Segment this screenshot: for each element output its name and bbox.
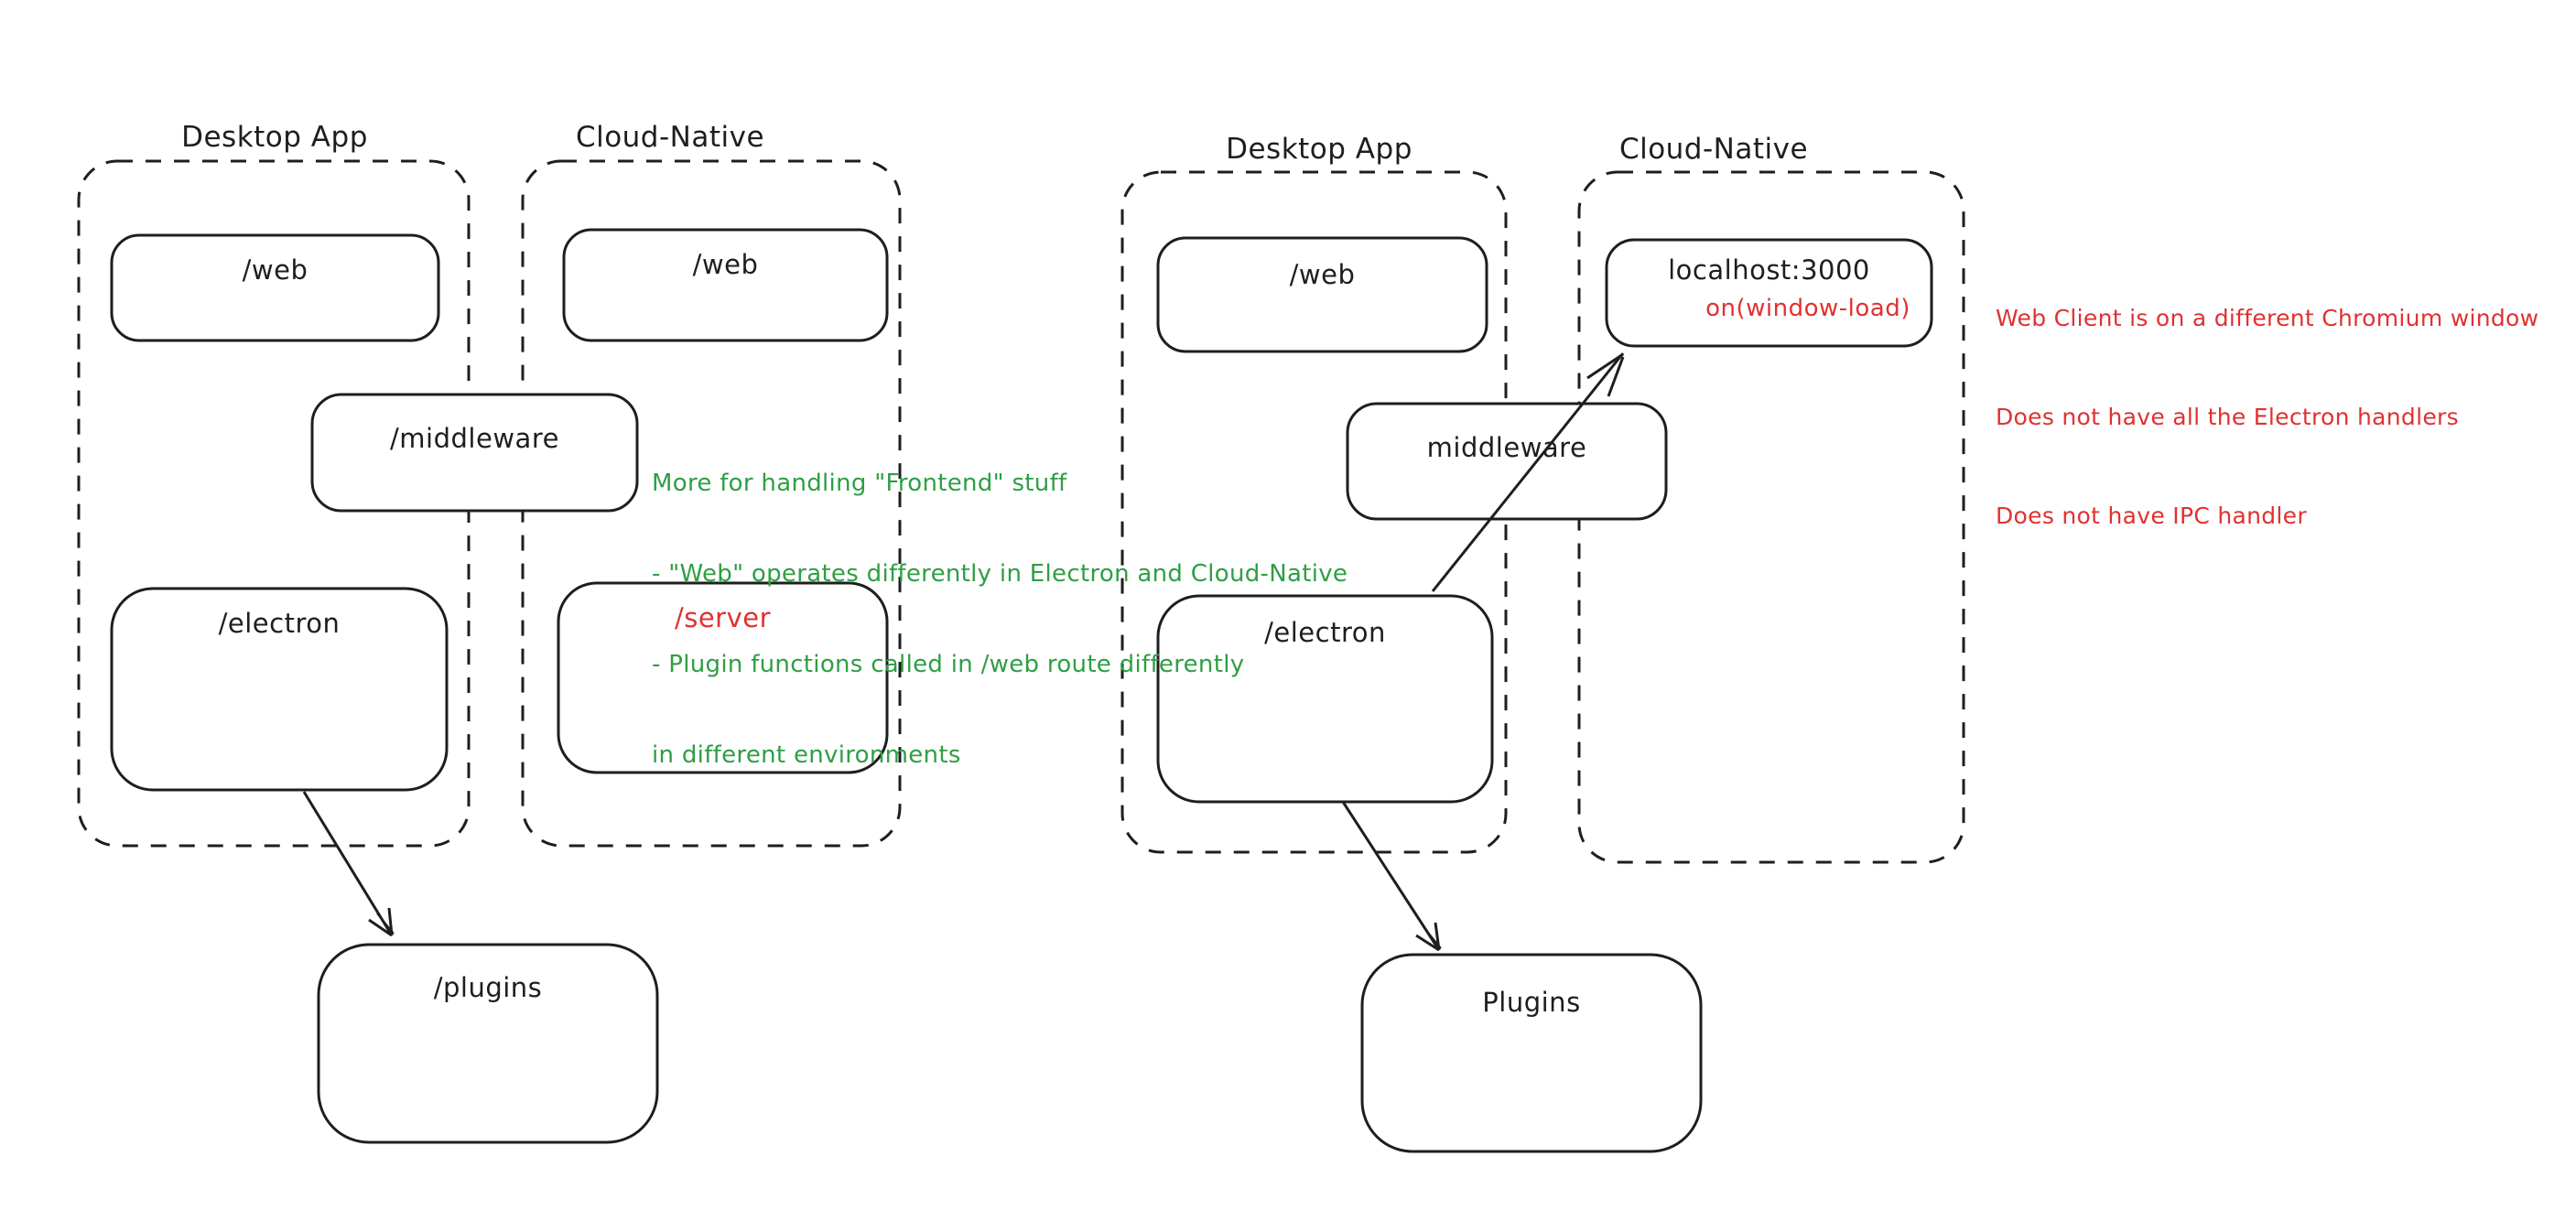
green-annotation-line-3: - Plugin functions called in /web route …	[652, 651, 1245, 678]
right-desktop-app-title[interactable]: Desktop App	[1226, 133, 1412, 166]
left-electron-label[interactable]: /electron	[218, 608, 341, 639]
right-web-label[interactable]: /web	[1289, 259, 1356, 290]
right-electron-label[interactable]: /electron	[1264, 617, 1386, 648]
left-plugins-box[interactable]	[317, 943, 659, 1144]
right-plugins-label[interactable]: Plugins	[1482, 987, 1581, 1018]
right-localhost-box[interactable]	[1605, 238, 1933, 348]
left-web-cloud-label[interactable]: /web	[692, 249, 759, 280]
left-desktop-app-container[interactable]	[77, 159, 471, 848]
right-localhost-label[interactable]: localhost:3000	[1668, 254, 1870, 286]
right-middleware-label[interactable]: middleware	[1426, 432, 1587, 463]
right-electron-box[interactable]	[1156, 594, 1494, 804]
right-electron-to-localhost-arrow[interactable]	[1431, 352, 1625, 592]
left-desktop-app-title[interactable]: Desktop App	[181, 121, 368, 154]
right-window-load-label[interactable]: on(window-load)	[1705, 295, 1910, 322]
red-annotation-line-2: Does not have all the Electron handlers	[1996, 404, 2459, 430]
red-annotation-line-3: Does not have IPC handler	[1996, 503, 2307, 529]
right-desktop-app-container[interactable]	[1120, 170, 1508, 854]
left-middleware-label[interactable]: /middleware	[390, 423, 559, 454]
green-annotation-line-1: More for handling "Frontend" stuff	[652, 470, 1067, 497]
right-middleware-box[interactable]	[1346, 402, 1668, 521]
left-electron-box[interactable]	[110, 587, 449, 792]
left-plugins-label[interactable]: /plugins	[433, 972, 543, 1003]
right-electron-to-plugins-arrow[interactable]	[1341, 801, 1442, 952]
left-middleware-box[interactable]	[310, 393, 639, 513]
left-cloud-native-title[interactable]: Cloud-Native	[575, 121, 765, 154]
right-plugins-box[interactable]	[1360, 953, 1703, 1153]
left-electron-to-plugins-arrow[interactable]	[302, 791, 395, 937]
right-web-box[interactable]	[1156, 236, 1488, 353]
green-annotation-line-2: - "Web" operates differently in Electron…	[652, 560, 1348, 588]
red-annotation-line-1: Web Client is on a different Chromium wi…	[1996, 305, 2539, 331]
left-web-desktop-label[interactable]: /web	[242, 254, 308, 286]
left-server-box[interactable]	[557, 581, 889, 774]
left-web-desktop-box[interactable]	[110, 233, 440, 342]
left-server-label[interactable]: /server	[674, 602, 772, 633]
red-annotation[interactable]: Web Client is on a different Chromium wi…	[1996, 236, 2538, 599]
left-cloud-native-container[interactable]	[521, 159, 902, 848]
right-cloud-native-title[interactable]: Cloud-Native	[1618, 133, 1809, 166]
green-annotation-line-4: in different environments	[652, 741, 961, 769]
green-annotation[interactable]: More for handling "Frontend" stuff - "We…	[652, 408, 1348, 831]
left-web-cloud-box[interactable]	[562, 228, 889, 342]
